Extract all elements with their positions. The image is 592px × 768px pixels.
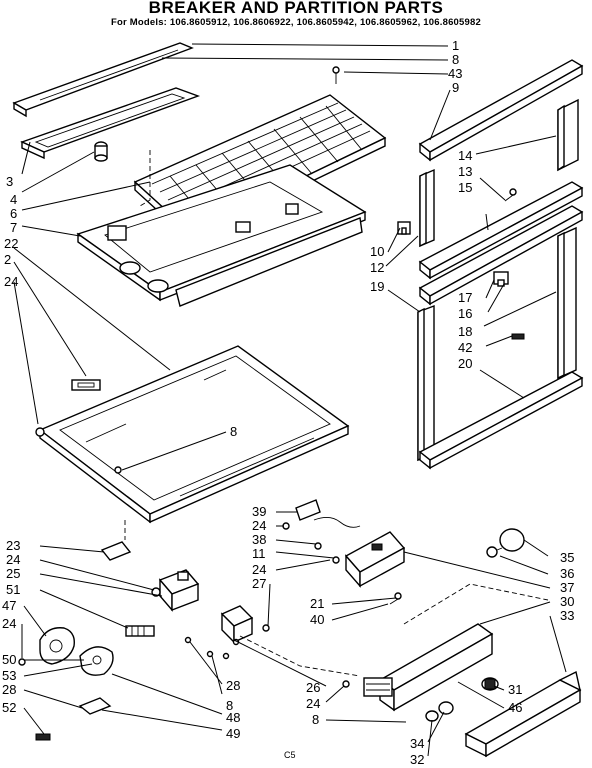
screw-part-13 [504, 188, 517, 202]
callout-22: 22 [4, 236, 18, 251]
callout-10: 10 [370, 244, 384, 259]
callout-48: 48 [226, 710, 240, 725]
bracket-part-47 [39, 627, 75, 665]
callout-26: 26 [306, 680, 320, 695]
callout-49: 49 [226, 726, 240, 741]
clip-part-42 [511, 333, 525, 340]
partition-lower-part-20 [418, 371, 584, 470]
lamp-part-35 [486, 528, 525, 558]
callout-42: 42 [458, 340, 472, 355]
callout-32: 32 [410, 752, 424, 767]
callout-28-a: 28 [2, 682, 16, 697]
screw-part-43 [332, 66, 340, 84]
terminal-part-51 [125, 625, 155, 637]
callout-13: 13 [458, 164, 472, 179]
knob-part-32 [425, 701, 454, 722]
bracket-part-39 [295, 499, 321, 521]
footer-code: C5 [284, 750, 296, 760]
callout-28-b: 28 [226, 678, 240, 693]
callout-37: 37 [560, 580, 574, 595]
callout-18: 18 [458, 324, 472, 339]
callout-43: 43 [448, 66, 462, 81]
callout-47: 47 [2, 598, 16, 613]
partition-bar-part-18 [417, 226, 577, 462]
callout-labels: 1 8 43 9 14 13 15 10 12 19 17 16 18 42 2… [2, 38, 574, 767]
callout-9: 9 [452, 80, 459, 95]
callout-14: 14 [458, 148, 472, 163]
connector-part-52 [35, 733, 51, 741]
callout-19: 19 [370, 279, 384, 294]
callout-8: 8 [452, 52, 459, 67]
callout-15: 15 [458, 180, 472, 195]
callout-11: 11 [252, 546, 266, 561]
tray-part-3 [20, 87, 201, 160]
callout-25: 25 [6, 566, 20, 581]
callout-16: 16 [458, 306, 472, 321]
cover-part-28 [78, 697, 112, 715]
callout-33: 33 [560, 608, 574, 623]
partition-upper-part-19 [418, 205, 584, 306]
callout-27: 27 [252, 576, 266, 591]
diagram-title: BREAKER AND PARTITION PARTS [148, 0, 444, 17]
callout-3: 3 [6, 174, 13, 189]
wire-part-38 [282, 517, 361, 564]
panel-part-30 [363, 623, 494, 712]
partition-rail-part-15 [418, 181, 584, 280]
callout-51: 51 [6, 582, 20, 597]
callout-24-c: 24 [252, 562, 266, 577]
callout-24-b: 24 [252, 518, 266, 533]
callout-7: 7 [10, 220, 17, 235]
callout-52: 52 [2, 700, 16, 715]
callout-24-f: 24 [306, 696, 320, 711]
switch-part-31 [481, 677, 499, 691]
switch-body-part-25 [151, 569, 200, 612]
shelf-frame-part-22 [35, 345, 350, 524]
frame-part-7 [76, 164, 367, 307]
clip-part-16 [493, 271, 509, 287]
switch-housing-part-37 [344, 531, 406, 588]
callout-36: 36 [560, 566, 574, 581]
callout-12: 12 [370, 260, 384, 275]
clip-part-12 [397, 221, 411, 235]
partition-post-part-10 [419, 168, 435, 248]
callout-20: 20 [458, 356, 472, 371]
callout-34: 34 [410, 736, 424, 751]
callout-8-shelf: 8 [230, 424, 237, 439]
clip-part-23 [100, 541, 132, 561]
callout-50: 50 [2, 652, 16, 667]
screw-part-26 [342, 680, 350, 688]
callout-1: 1 [452, 38, 459, 53]
callout-8-lower: 8 [226, 698, 233, 713]
callout-4: 4 [10, 192, 17, 207]
callout-46: 46 [508, 700, 522, 715]
callout-24-e: 24 [2, 616, 16, 631]
callout-2: 2 [4, 252, 11, 267]
callout-24: 24 [4, 274, 18, 289]
thermostat-part-53 [79, 646, 114, 676]
callout-53: 53 [2, 668, 16, 683]
callout-6: 6 [10, 206, 17, 221]
screw-part-21 [389, 592, 402, 605]
trim-part-33 [464, 670, 582, 758]
callout-38: 38 [252, 532, 266, 547]
callout-17: 17 [458, 290, 472, 305]
knob-part-4 [94, 141, 108, 162]
leader-lines [13, 43, 567, 757]
callout-31: 31 [508, 682, 522, 697]
callout-21: 21 [310, 596, 324, 611]
callout-39: 39 [252, 504, 266, 519]
model-numbers: For Models: 106.8605912, 106.8606922, 10… [111, 17, 481, 28]
callout-23: 23 [6, 538, 20, 553]
callout-8-bottom: 8 [312, 712, 319, 727]
trim-strip-part-1 [12, 42, 194, 118]
callout-24-d: 24 [6, 552, 20, 567]
relay-part-27 [220, 605, 270, 644]
callout-40: 40 [310, 612, 324, 627]
partition-channel-part-14 [557, 98, 579, 172]
callout-35: 35 [560, 550, 574, 565]
callout-30: 30 [560, 594, 574, 609]
partition-cap-part-9 [418, 59, 584, 162]
